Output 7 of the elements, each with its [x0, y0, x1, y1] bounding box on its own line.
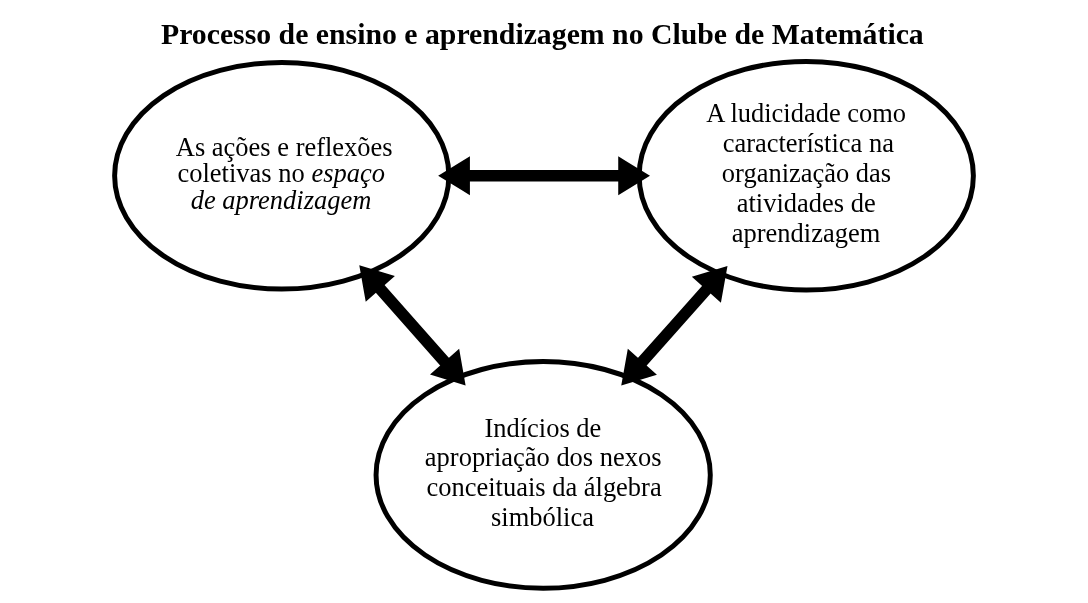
arrow [359, 265, 466, 386]
arrow [621, 266, 728, 386]
diagram-title: Processo de ensino e aprendizagem no Clube de Matemática [160, 16, 924, 50]
node-ellipse: Indícios de apropriação dos nexos conceituais da álgebra simbólica [373, 359, 713, 591]
node-ellipse: As ações e reflexões coletivas no espaço de aprendizagem [112, 59, 452, 292]
arrow [438, 156, 650, 196]
node-ellipse: A ludicidade como característica na organização das atividades de aprendizagem [636, 58, 976, 293]
